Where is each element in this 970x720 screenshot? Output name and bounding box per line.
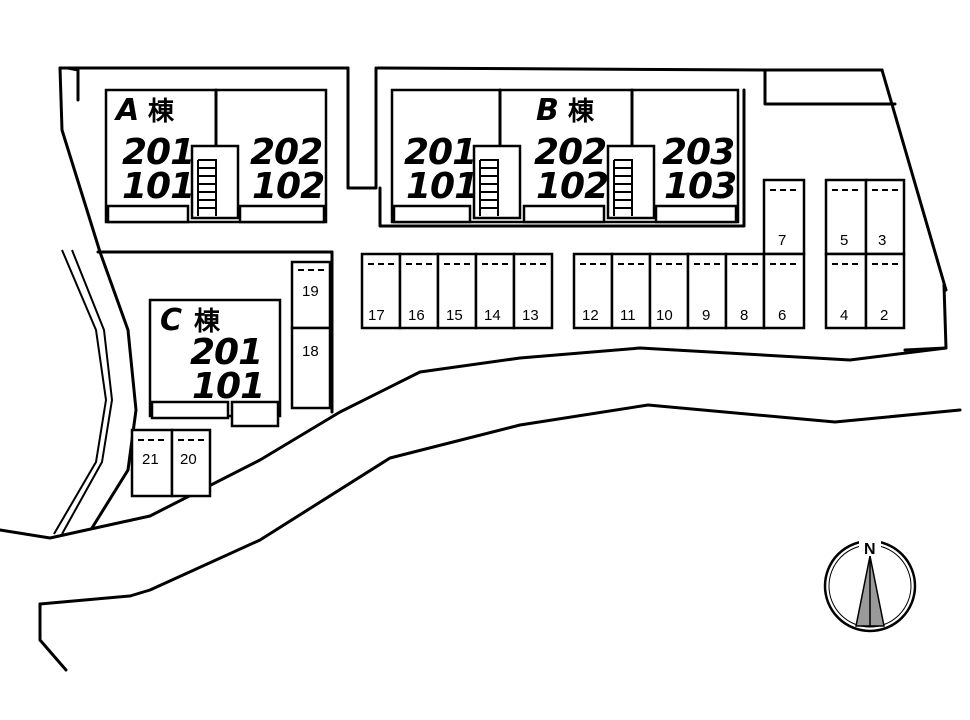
parking-number: 10 — [656, 307, 673, 324]
site-boundary — [0, 66, 962, 672]
compass-north-label: N — [864, 541, 876, 558]
parking-space — [724, 252, 766, 330]
unit-label: 201 — [122, 132, 194, 173]
parking-number: 8 — [740, 307, 748, 324]
parking-space — [824, 178, 868, 256]
unit-label: 202 — [534, 132, 606, 173]
parking-number: 7 — [778, 232, 786, 249]
building-b: B 棟 201 101 202 102 203 103 — [390, 88, 740, 224]
unit-label: 101 — [122, 166, 194, 207]
building-a-suffix: 棟 — [148, 97, 175, 127]
parking-number: 2 — [880, 307, 888, 324]
parking-left-column: 19 18 — [290, 260, 332, 410]
balcony — [238, 204, 326, 224]
unit-label: 103 — [664, 166, 736, 207]
parking-number: 13 — [522, 307, 539, 324]
parking-number: 19 — [302, 283, 319, 300]
balcony — [654, 204, 738, 224]
building-b-outline — [378, 88, 746, 228]
unit-label: 202 — [250, 132, 322, 173]
balcony — [150, 400, 230, 420]
balcony — [230, 400, 280, 428]
parking-space — [398, 252, 440, 330]
parking-space — [864, 252, 906, 330]
balcony — [522, 204, 606, 224]
unit-label: 201 — [190, 332, 262, 373]
parking-space — [360, 252, 402, 330]
parking-number: 14 — [484, 307, 501, 324]
parking-number: 6 — [778, 307, 786, 324]
parking-space — [512, 252, 554, 330]
unit-label: 102 — [252, 166, 324, 207]
building-b-suffix: 棟 — [568, 97, 595, 127]
building-a: A 棟 201 101 202 102 — [104, 88, 328, 224]
parking-space — [610, 252, 652, 330]
parking-space — [762, 252, 806, 330]
parking-number: 4 — [840, 307, 848, 324]
parking-number: 9 — [702, 307, 710, 324]
parking-number: 17 — [368, 307, 385, 324]
parking-space — [686, 252, 728, 330]
building-c-suffix: 棟 — [194, 307, 221, 337]
parking-number: 20 — [180, 451, 197, 468]
compass: N — [823, 538, 917, 633]
parking-number: 3 — [878, 232, 886, 249]
parking-number: 5 — [840, 232, 848, 249]
building-a-letter: A — [114, 93, 139, 128]
parking-space — [290, 260, 332, 330]
parking-number: 16 — [408, 307, 425, 324]
unit-label: 102 — [536, 166, 608, 207]
parking-number: 15 — [446, 307, 463, 324]
parking-space — [474, 252, 516, 330]
unit-label: 203 — [662, 132, 734, 173]
parking-space — [290, 326, 332, 410]
parking-number: 12 — [582, 307, 599, 324]
unit-label: 101 — [406, 166, 478, 207]
parking-top-right: 7 5 3 — [762, 178, 906, 256]
parking-number: 11 — [620, 307, 636, 324]
building-c: C 棟 201 101 — [148, 298, 282, 428]
parking-number: 18 — [302, 343, 319, 360]
building-c-letter: C — [160, 303, 182, 338]
balcony — [392, 204, 472, 224]
unit-label: 101 — [192, 366, 264, 407]
parking-main-row: 17 16 15 14 13 12 11 10 9 8 6 4 2 — [360, 252, 906, 330]
parking-bottom-left: 21 20 — [130, 428, 212, 498]
building-b-letter: B — [536, 93, 559, 128]
parking-number: 21 — [142, 451, 159, 468]
balcony — [106, 204, 190, 224]
unit-label: 201 — [404, 132, 476, 173]
